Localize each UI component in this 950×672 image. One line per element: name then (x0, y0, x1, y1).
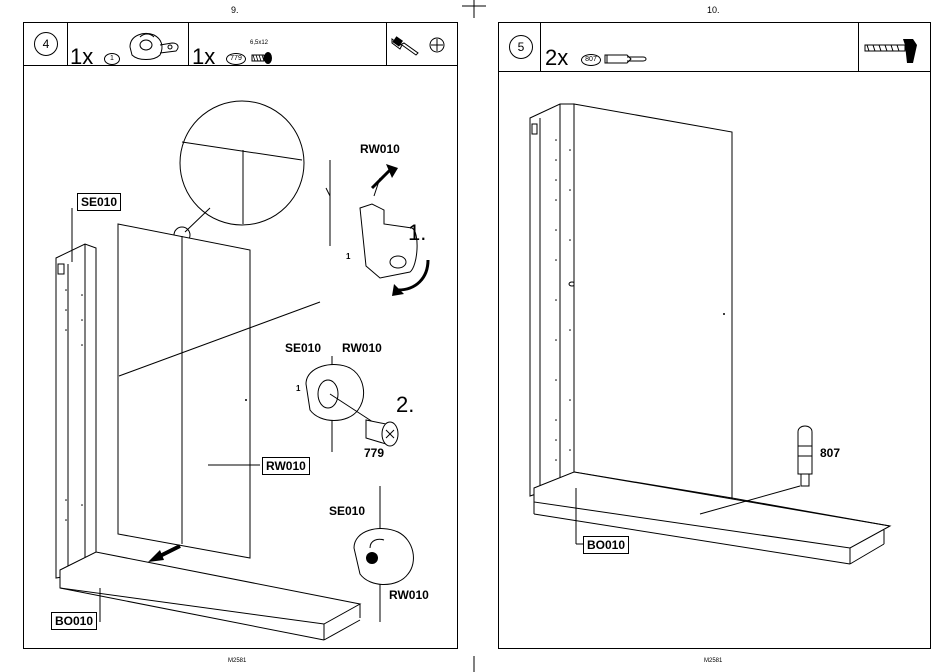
part-label-bo010-right: BO010 (583, 536, 629, 554)
part-label-807: 807 (820, 446, 840, 460)
footer-code-right: M2581 (704, 658, 722, 664)
